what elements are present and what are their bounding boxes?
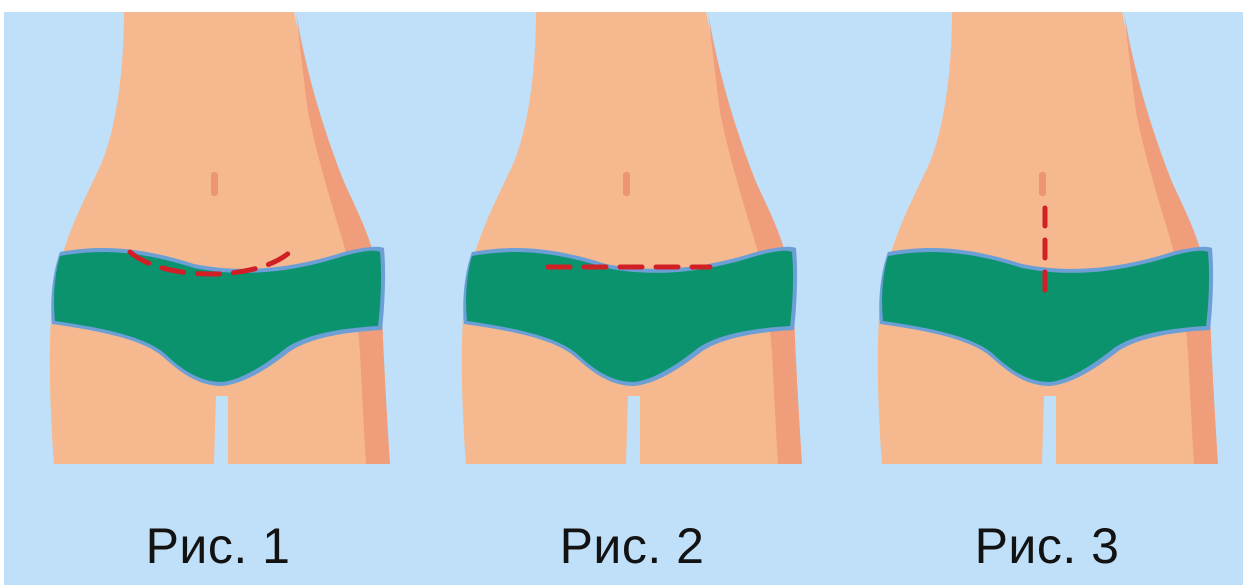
torso-illustration [44, 12, 404, 482]
torso-skin [50, 12, 390, 464]
torso-illustration [872, 12, 1232, 482]
navel [211, 172, 218, 196]
navel [623, 172, 630, 196]
navel [1039, 172, 1046, 196]
caption-figure-3: Рис. 3 [897, 517, 1197, 575]
caption-figure-1: Рис. 1 [68, 517, 368, 575]
torso-skin [462, 12, 802, 464]
torso-illustration [456, 12, 816, 482]
figure-3 [872, 12, 1232, 482]
illustration-canvas: Рис. 1 Рис. 2 Рис. 3 [4, 12, 1243, 585]
torso-skin [878, 12, 1218, 464]
top-cropped-text [0, 0, 1243, 12]
figure-1 [44, 12, 404, 482]
figure-2 [456, 12, 816, 482]
caption-figure-2: Рис. 2 [482, 517, 782, 575]
